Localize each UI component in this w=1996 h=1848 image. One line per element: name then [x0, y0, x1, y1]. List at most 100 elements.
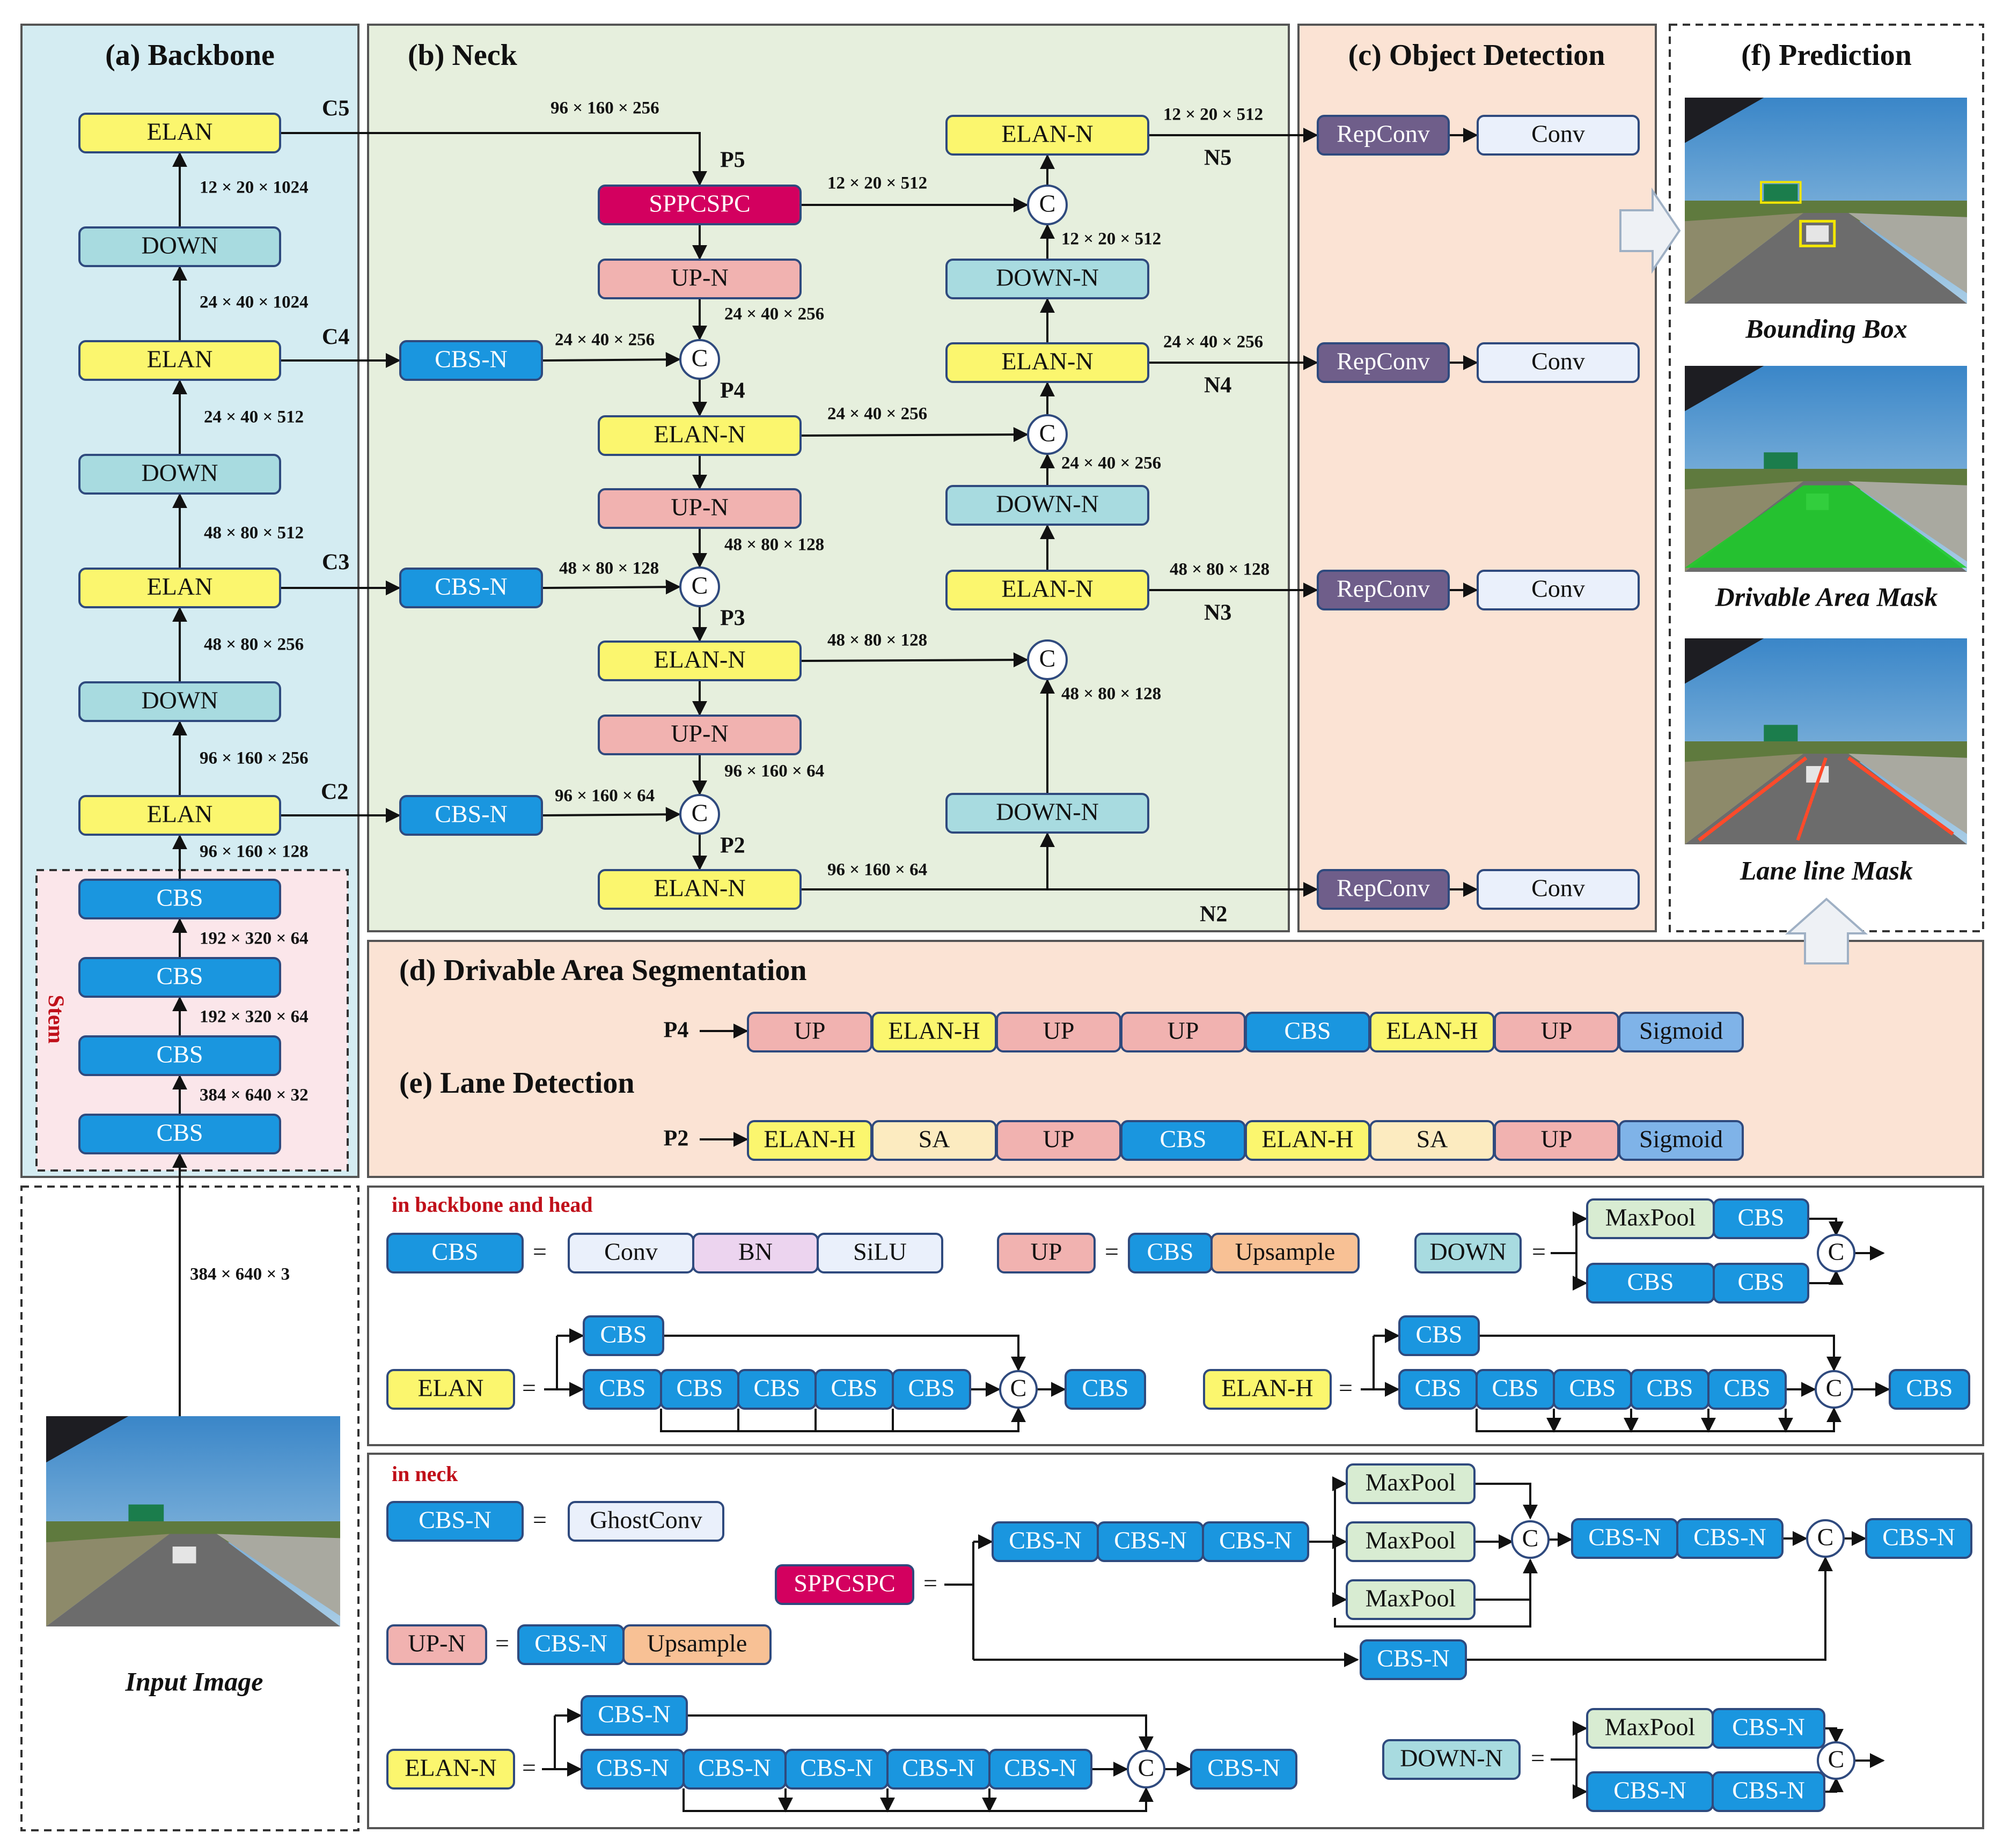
seg-block-8: [1618, 1012, 1744, 1052]
lane-block-2-label: SA: [919, 1125, 950, 1153]
dim-bb-4: 48 × 80 × 512: [204, 524, 304, 543]
seg-block-3-label: UP: [1043, 1017, 1075, 1044]
label-p3: P3: [720, 606, 745, 631]
neck-down-n-2: [945, 485, 1149, 526]
legend-elan-cbs-1-label: CBS: [599, 1374, 646, 1402]
caption-lane-mask: Lane line Mask: [1740, 855, 1913, 885]
legend-up-n-upsample-label: Upsample: [647, 1630, 747, 1657]
repconv-4: [1317, 869, 1450, 910]
legend-elan-n-label: ELAN-N: [405, 1754, 496, 1781]
repconv-3-label: RepConv: [1337, 575, 1430, 602]
legend-up-n-upsample: [622, 1624, 772, 1665]
legend-cbs-conv-label: Conv: [604, 1238, 658, 1265]
repconv-1-label: RepConv: [1337, 120, 1430, 148]
dim-bb-8: 192 × 320 × 64: [200, 929, 309, 948]
dim-cbs-n-c3: 48 × 80 × 128: [559, 559, 659, 578]
legend-up-n-cbs-n-label: CBS-N: [534, 1630, 607, 1657]
legend-maxpool-3: [1346, 1579, 1476, 1620]
neck-down-n-3-label: DOWN-N: [996, 798, 1099, 826]
lane-image: [1685, 638, 1967, 844]
legend-elan-h: [1203, 1369, 1332, 1410]
stem-cbs-4-label: CBS: [157, 884, 203, 911]
legend-down-n: [1382, 1739, 1521, 1780]
caption-bounding-box: Bounding Box: [1745, 313, 1907, 343]
detection-panel: [1297, 24, 1657, 932]
legend-elan-n-concat-label: C: [1138, 1754, 1155, 1781]
equals-sign: =: [1532, 1238, 1546, 1265]
legend-sppcspc-cbs-n-3-label: CBS-N: [1219, 1527, 1291, 1554]
dim-bb-5: 48 × 80 × 256: [204, 635, 304, 654]
label-p4: P4: [720, 379, 745, 403]
dim-n4-out: 24 × 40 × 256: [1163, 333, 1263, 352]
legend-down-label: DOWN: [1429, 1238, 1506, 1265]
equals-sign: =: [1531, 1744, 1545, 1772]
connector-line: [1479, 1335, 1841, 1372]
neck-cbs-n-c3-label: CBS-N: [435, 573, 507, 600]
legend-elan-h-concat: [1815, 1370, 1853, 1409]
detect-conv-2-label: Conv: [1531, 348, 1585, 375]
legend-maxpool-1: [1346, 1463, 1476, 1504]
legend-elan-concat-label: C: [1010, 1374, 1027, 1402]
neck-elan-n-p4: [598, 415, 802, 456]
legend-cbs-silu: [817, 1233, 943, 1273]
label-n3: N3: [1204, 601, 1231, 625]
legend-elan-n-cbs-n-3-label: CBS-N: [800, 1754, 872, 1781]
legend-down-concat-label: C: [1828, 1238, 1845, 1265]
legend-maxpool-2-label: MaxPool: [1366, 1527, 1456, 1554]
backbone-down-1-label: DOWN: [141, 232, 218, 259]
neck-cbs-n-c4: [399, 340, 543, 381]
legend-sppcspc-cbs-n-3: [1202, 1521, 1309, 1562]
backbone-elan-c4: [78, 340, 281, 381]
dim-bb-9: 192 × 320 × 64: [200, 1007, 309, 1027]
connector-line: [1824, 1777, 1844, 1793]
lane-block-3-label: UP: [1043, 1125, 1075, 1153]
detect-conv-3: [1477, 570, 1640, 610]
input-image-ground-left: [46, 1534, 170, 1626]
dim-bb-7: 96 × 160 × 128: [200, 842, 309, 862]
label-p2: P2: [720, 834, 745, 858]
legend-down-n-cbs-n-3-label: CBS-N: [1732, 1777, 1804, 1804]
legend-backbone-title: in backbone and head: [392, 1192, 593, 1217]
connector-line: [1474, 1483, 1538, 1520]
neck-elan-n-n5: [945, 115, 1149, 156]
equals-sign: =: [1105, 1238, 1119, 1265]
cbs-n-to-concat-p4: [541, 352, 681, 367]
neck-elan-n-p4-label: ELAN-N: [654, 421, 745, 448]
detect-conv-4: [1477, 869, 1640, 910]
label-n5: N5: [1204, 146, 1231, 171]
seg-block-2-label: ELAN-H: [888, 1017, 980, 1044]
backbone-down-3: [78, 681, 281, 722]
detect-conv-2: [1477, 342, 1640, 383]
neck-concat-n3-label: C: [1039, 645, 1056, 672]
neck-cbs-n-c2-label: CBS-N: [435, 800, 507, 828]
drivable-image: [1685, 366, 1967, 572]
label-n2: N2: [1200, 902, 1227, 927]
bbox-image-sign: [1764, 184, 1798, 201]
neck-down-n-1-label: DOWN-N: [996, 264, 1099, 291]
legend-cbs-bn-label: BN: [738, 1238, 773, 1265]
connector-line: [687, 1714, 1154, 1751]
legend-sppcspc-cbs-n-1-label: CBS-N: [1009, 1527, 1081, 1554]
connector-line: [1824, 1727, 1844, 1744]
input-image-hood: [46, 1416, 129, 1463]
lane-p2-label: P2: [664, 1127, 689, 1151]
neck-elan-n-p2-label: ELAN-N: [654, 874, 745, 902]
neck-up-n-2: [598, 488, 802, 529]
legend-sppcspc: [775, 1564, 914, 1605]
neck-concat-p2: [679, 794, 720, 835]
legend-elan-n-cbs-n-4-label: CBS-N: [902, 1754, 974, 1781]
label-c3: C3: [322, 550, 349, 575]
legend-sppcspc-cbs-n-5: [1676, 1518, 1784, 1559]
legend-cbs-n: [386, 1501, 524, 1542]
legend-elan-n-cbs-n-5-label: CBS-N: [1004, 1754, 1076, 1781]
legend-down-n-concat: [1817, 1741, 1855, 1780]
neck-concat-n4-label: C: [1039, 419, 1056, 447]
legend-up-label: UP: [1031, 1238, 1062, 1265]
seg-block-7-label: UP: [1541, 1017, 1573, 1044]
input-image-car: [172, 1547, 196, 1564]
detect-conv-3-label: Conv: [1531, 575, 1585, 602]
neck-down-n-3: [945, 793, 1149, 834]
legend-maxpool-2: [1346, 1521, 1476, 1562]
stem-cbs-3-label: CBS: [157, 962, 203, 990]
